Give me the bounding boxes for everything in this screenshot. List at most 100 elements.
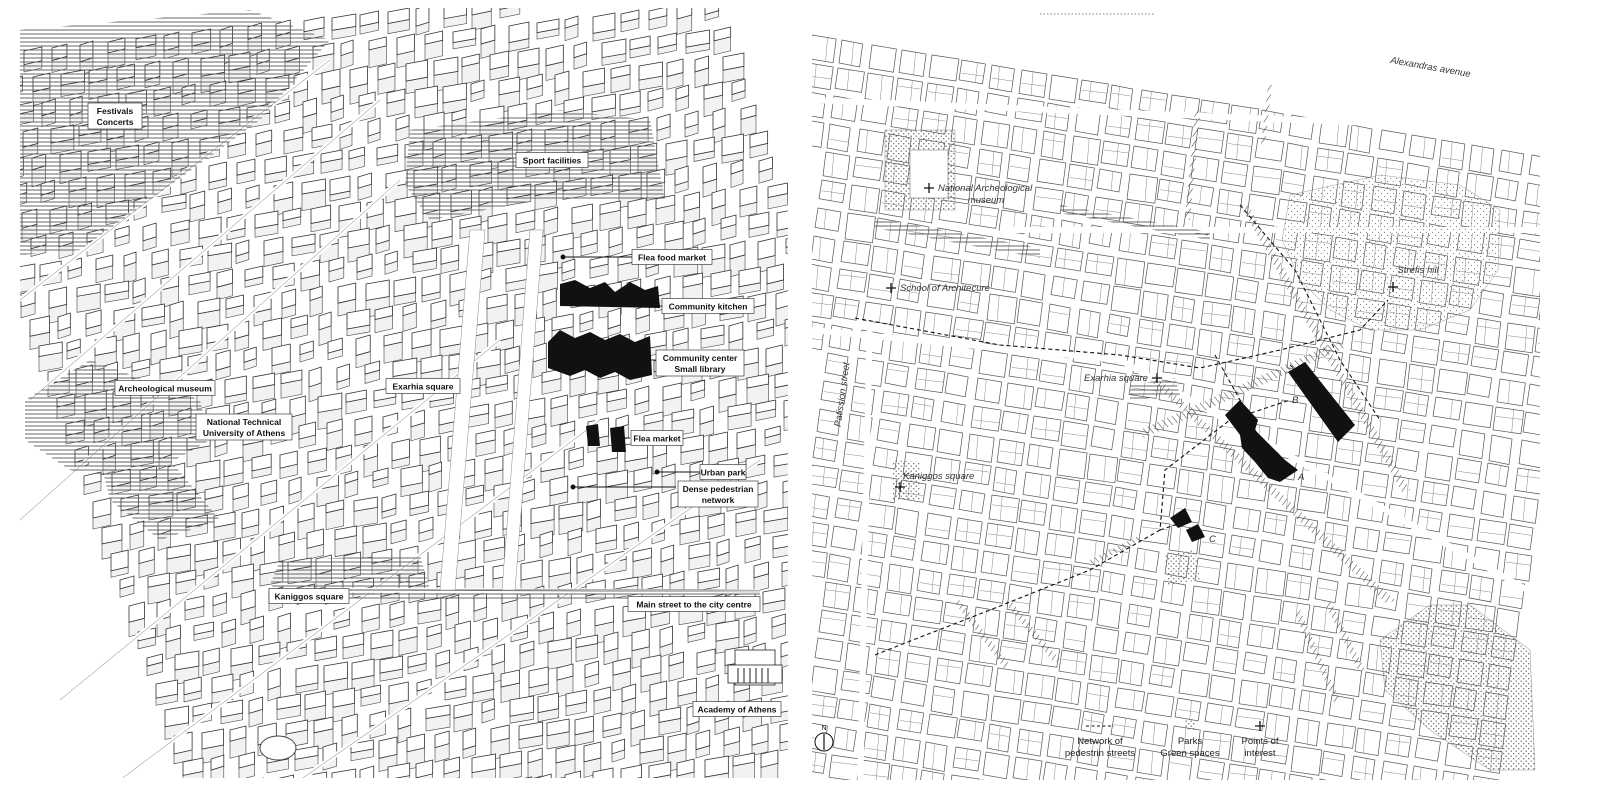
- plan-block: [1135, 118, 1165, 144]
- building: [731, 160, 743, 187]
- building: [315, 636, 336, 661]
- building: [171, 220, 189, 246]
- plan-block: [1197, 329, 1222, 359]
- building: [394, 277, 416, 305]
- building: [506, 265, 527, 292]
- building: [794, 342, 814, 368]
- plan-block: [1171, 296, 1195, 323]
- plan-block: [1077, 309, 1100, 338]
- building: [377, 144, 398, 166]
- building: [611, 65, 630, 93]
- building: [580, 311, 593, 332]
- building: [714, 27, 731, 55]
- building: [472, 754, 496, 784]
- plan-block: [1459, 430, 1485, 459]
- label-text: Concerts: [97, 117, 134, 127]
- plan-block: [1131, 146, 1158, 171]
- building: [185, 596, 204, 620]
- plan-block: [1315, 578, 1338, 603]
- building: [697, 649, 715, 675]
- building: [585, 661, 599, 687]
- building: [441, 245, 459, 274]
- building: [156, 680, 177, 705]
- building: [332, 769, 356, 798]
- building: [497, 239, 520, 267]
- building: [615, 496, 636, 521]
- plan-block: [1383, 532, 1412, 554]
- label-text: Kaniggos square: [275, 592, 344, 602]
- plan-block: [881, 391, 909, 416]
- building: [705, 1, 719, 21]
- plan-block: [1051, 276, 1077, 299]
- building: [214, 512, 235, 541]
- plan-block: [1061, 421, 1089, 449]
- building: [239, 752, 255, 780]
- building: [756, 400, 776, 421]
- plan-block: [1165, 123, 1192, 148]
- building: [722, 134, 743, 163]
- plan-block: [1039, 360, 1066, 385]
- building: [761, 750, 778, 784]
- plan-block: [835, 498, 861, 521]
- plan-block: [1321, 751, 1345, 777]
- building: [481, 780, 493, 800]
- plan-block: [1157, 179, 1183, 203]
- plan-block: [1291, 746, 1322, 775]
- plan-block: [1335, 438, 1363, 465]
- building: [426, 705, 450, 731]
- plan-block: [867, 274, 894, 301]
- plan-block: [809, 465, 839, 488]
- plan-block: [987, 724, 1011, 752]
- building: [622, 684, 636, 715]
- building: [388, 8, 409, 34]
- building: [346, 390, 366, 414]
- plan-block: [1101, 571, 1125, 595]
- plan-block: [1529, 155, 1554, 178]
- building: [284, 127, 303, 154]
- plan-block: [1261, 311, 1285, 341]
- plan-block: [1117, 459, 1144, 485]
- building: [387, 89, 405, 117]
- plan-block: [837, 269, 867, 292]
- building: [265, 156, 286, 183]
- plan-block: [1373, 387, 1403, 412]
- plan-block: [1203, 502, 1226, 529]
- plan-block: [1163, 782, 1188, 800]
- plan-block: [907, 424, 936, 450]
- building: [777, 209, 797, 237]
- plan-block: [895, 508, 919, 537]
- building: [300, 341, 313, 362]
- plan-block: [1043, 762, 1067, 785]
- plan-block: [797, 119, 824, 147]
- plan-block: [1463, 402, 1493, 428]
- building: [648, 88, 663, 111]
- building: [723, 53, 744, 83]
- plan-block: [823, 582, 851, 610]
- plan-block: [949, 345, 974, 369]
- building: [319, 312, 331, 346]
- plan-block: [1221, 591, 1246, 620]
- label-text: University of Athens: [203, 428, 286, 438]
- roundabout: [260, 736, 296, 760]
- plan-block: [813, 437, 837, 461]
- plan-block: [989, 495, 1019, 523]
- building: [484, 537, 504, 563]
- plan-block: [925, 513, 951, 539]
- building: [698, 568, 720, 591]
- building: [443, 83, 466, 114]
- plan-block: [1513, 267, 1543, 297]
- plan-block: [1049, 505, 1078, 533]
- plan-block: [845, 213, 875, 243]
- building: [411, 410, 424, 441]
- building: [603, 713, 621, 738]
- building: [237, 159, 255, 184]
- building: [775, 371, 795, 398]
- plan-block: [805, 493, 829, 519]
- building: [481, 25, 495, 58]
- plan-block: [1471, 776, 1499, 800]
- building: [368, 118, 380, 143]
- label-academy: Academy of Athens: [693, 702, 781, 717]
- plan-block: [1227, 764, 1258, 789]
